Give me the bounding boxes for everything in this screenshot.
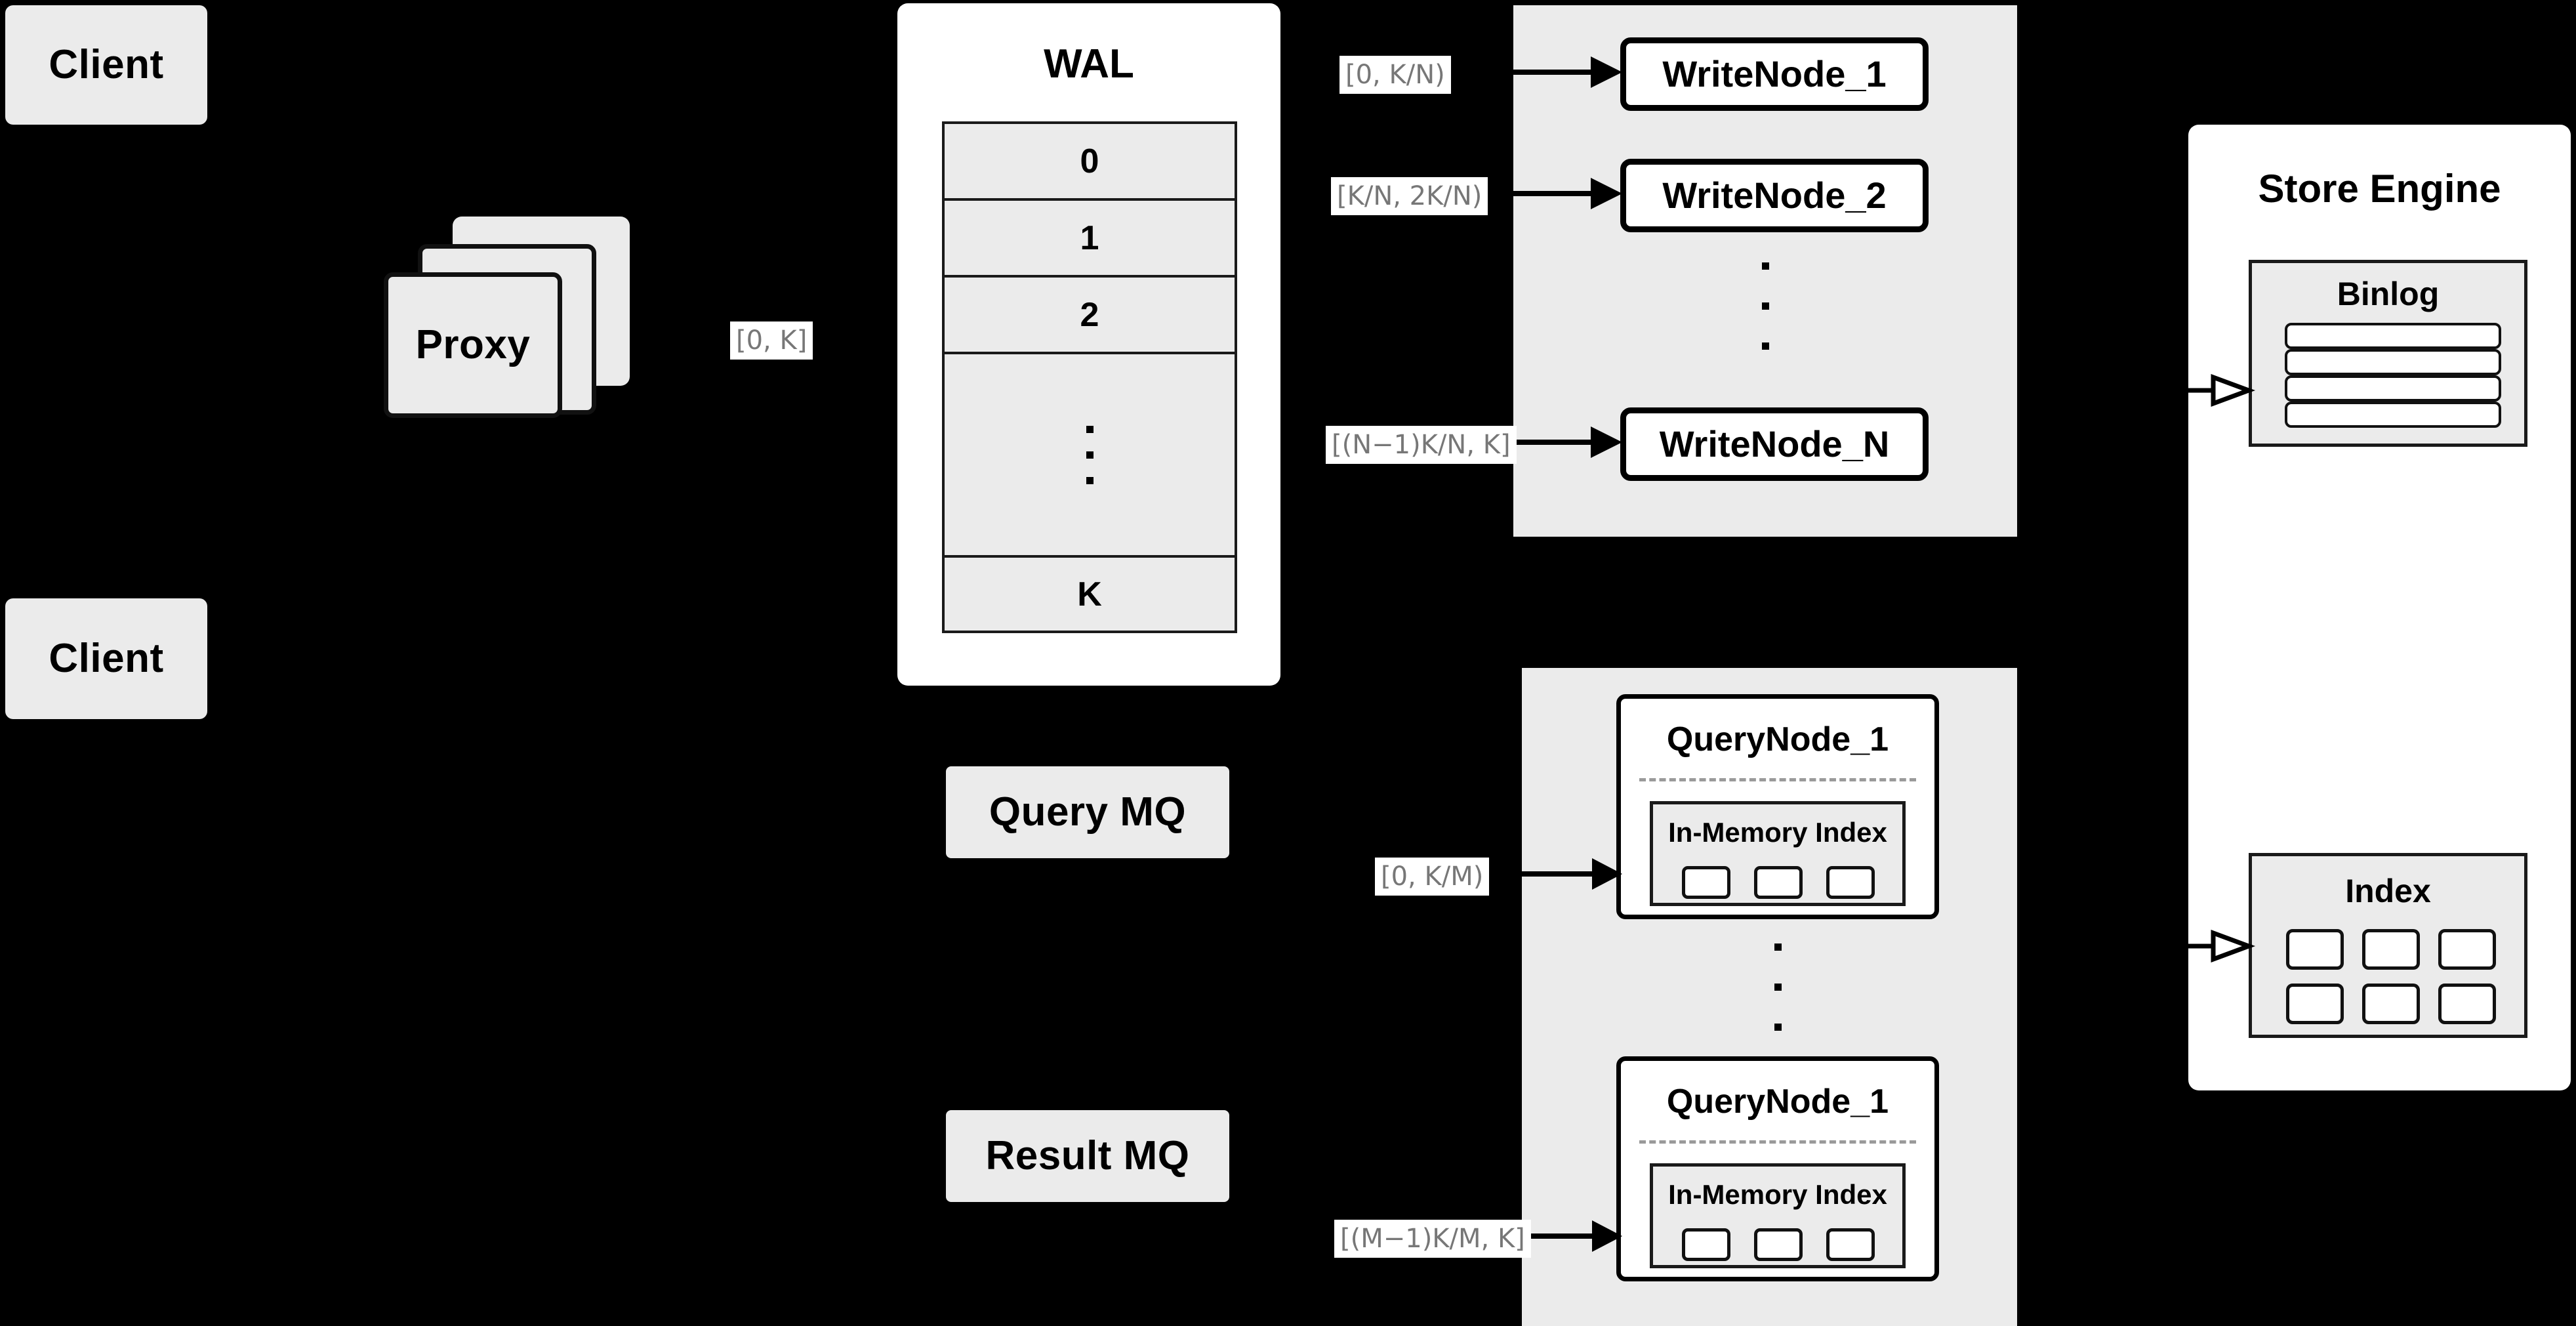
write-node-box-1[interactable]: WriteNode_1 (1620, 37, 1929, 111)
write-node-label-2: WriteNode_2 (1662, 175, 1887, 216)
arrow-to-index (2182, 929, 2256, 963)
query-edge-label-2: [(M−1)K/M, K] (1334, 1220, 1531, 1258)
index-cell (1682, 866, 1730, 899)
arrow-to-query-node-1 (1522, 858, 1622, 890)
query-group-ellipsis-icon (1616, 943, 1939, 1031)
arrow-to-write-node-1 (1513, 56, 1622, 88)
write-node-box-2[interactable]: WriteNode_2 (1620, 159, 1929, 232)
binlog-title: Binlog (2337, 276, 2440, 312)
index-cell (2286, 984, 2344, 1024)
arrow-to-write-node-2 (1513, 178, 1622, 209)
query-mq-label: Query MQ (989, 789, 1187, 835)
wal-row: 2 (945, 278, 1235, 354)
index-cell (2438, 929, 2496, 970)
in-memory-index-2: In-Memory Index (1650, 1163, 1906, 1268)
in-memory-index-title-2: In-Memory Index (1668, 1179, 1887, 1210)
binlog-box: Binlog (2249, 260, 2527, 447)
write-node-group: WriteNode_1 WriteNode_2 WriteNode_N (1513, 5, 2017, 537)
vertical-ellipsis-icon (1086, 425, 1094, 484)
query-node-separator-2 (1639, 1140, 1916, 1144)
write-node-label-1: WriteNode_1 (1662, 53, 1887, 94)
write-group-ellipsis-icon (1513, 262, 2017, 350)
index-box: Index (2249, 853, 2527, 1038)
index-title: Index (2345, 873, 2431, 909)
index-cell (2286, 929, 2344, 970)
store-engine-card: Store Engine Binlog Index (2188, 125, 2571, 1090)
wal-row: K (945, 558, 1235, 631)
query-node-box-1[interactable]: QueryNode_1 In-Memory Index (1616, 694, 1939, 919)
index-cell (1754, 1228, 1803, 1261)
client-label-2: Client (49, 636, 164, 681)
query-mq-box[interactable]: Query MQ (946, 766, 1229, 858)
proxy-edge-label: [0, K] (730, 321, 813, 360)
result-mq-label: Result MQ (985, 1133, 1190, 1178)
query-node-label-1: QueryNode_1 (1666, 720, 1889, 758)
proxy-label: Proxy (415, 322, 531, 367)
write-edge-label-2: [K/N, 2K/N) (1331, 177, 1488, 215)
query-node-box-2[interactable]: QueryNode_1 In-Memory Index (1616, 1056, 1939, 1281)
query-node-label-2: QueryNode_1 (1666, 1083, 1889, 1121)
client-box-2[interactable]: Client (5, 598, 207, 719)
binlog-row (2285, 375, 2501, 402)
query-node-group: QueryNode_1 In-Memory Index QueryNode_1 … (1522, 668, 2017, 1326)
wal-row: 1 (945, 201, 1235, 278)
index-cell (2362, 984, 2420, 1024)
client-box-1[interactable]: Client (5, 5, 207, 125)
wal-row: 0 (945, 124, 1235, 201)
query-edge-label-1: [0, K/M) (1375, 858, 1490, 896)
index-cell (1826, 866, 1875, 899)
wal-row-ellipsis (945, 354, 1235, 558)
result-mq-box[interactable]: Result MQ (946, 1110, 1229, 1202)
in-memory-index-title-1: In-Memory Index (1668, 817, 1887, 848)
index-cell (2362, 929, 2420, 970)
wal-table: 0 1 2 K (942, 121, 1237, 633)
wal-title: WAL (1044, 41, 1134, 87)
store-engine-title: Store Engine (2258, 167, 2501, 211)
proxy-to-wal-connector (663, 339, 687, 344)
write-edge-label-1: [0, K/N) (1339, 56, 1451, 94)
write-edge-label-n: [(N−1)K/N, K] (1326, 426, 1517, 464)
binlog-row (2285, 349, 2501, 375)
query-node-separator-1 (1639, 778, 1916, 781)
arrow-to-binlog (2182, 373, 2256, 407)
client-label-1: Client (49, 42, 164, 87)
in-memory-index-1: In-Memory Index (1650, 801, 1906, 906)
write-node-label-n: WriteNode_N (1659, 423, 1890, 465)
arrow-to-write-node-n (1513, 426, 1622, 458)
binlog-row (2285, 323, 2501, 349)
index-cell (1754, 866, 1803, 899)
binlog-row (2285, 402, 2501, 428)
proxy-stack[interactable]: Proxy (384, 217, 672, 433)
index-cell (1826, 1228, 1875, 1261)
index-cell (1682, 1228, 1730, 1261)
write-node-box-n[interactable]: WriteNode_N (1620, 407, 1929, 481)
arrow-to-query-node-2 (1522, 1220, 1622, 1252)
wal-card: WAL 0 1 2 K (897, 3, 1280, 686)
index-cell (2438, 984, 2496, 1024)
proxy-sheet-front[interactable]: Proxy (384, 272, 562, 418)
